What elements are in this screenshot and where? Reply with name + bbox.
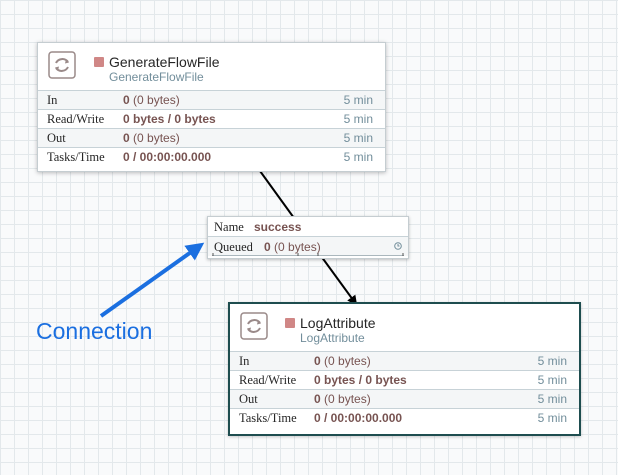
stat-time: 5 min [537, 354, 567, 368]
annotation-arrow [99, 242, 205, 318]
queued-count: 0 [264, 240, 271, 254]
stat-label: Read/Write [47, 112, 105, 126]
stat-count: 0 [314, 392, 321, 406]
stat-label: Read/Write [239, 373, 297, 387]
stat-time: 5 min [343, 93, 373, 107]
stat-label: In [239, 354, 250, 368]
stat-count: 0 [314, 354, 321, 368]
stat-detail: (0 bytes) [324, 392, 371, 406]
stat-count: 0 bytes / 0 bytes [123, 112, 216, 126]
processor-type: LogAttribute [300, 331, 365, 345]
processor-logattribute[interactable]: LogAttribute LogAttribute In 0 (0 bytes)… [228, 302, 581, 436]
stat-count: 0 / 00:00:00.000 [123, 150, 212, 164]
stat-row-in: In 0 (0 bytes) 5 min [230, 351, 579, 370]
processor-name: GenerateFlowFile [109, 54, 220, 70]
processor-generateflowfile[interactable]: GenerateFlowFile GenerateFlowFile In 0 (… [37, 42, 386, 172]
stat-label: Tasks/Time [47, 150, 105, 164]
stat-count: 0 [123, 131, 130, 145]
stat-row-tasks-time: Tasks/Time 0 / 00:00:00.000 5 min [38, 147, 385, 166]
stat-label: Out [47, 131, 66, 145]
connection-name-value: success [254, 220, 302, 234]
processor-header: GenerateFlowFile GenerateFlowFile [38, 43, 385, 90]
connection-path-upper[interactable] [259, 170, 295, 219]
connection-path-lower[interactable] [320, 255, 358, 306]
processor-name: LogAttribute [300, 315, 376, 331]
stat-row-in: In 0 (0 bytes) 5 min [38, 90, 385, 109]
queue-progress-bar [212, 253, 404, 256]
stat-time: 5 min [537, 392, 567, 406]
stat-label: Tasks/Time [239, 411, 297, 425]
stat-time: 5 min [343, 112, 373, 126]
stat-row-out: Out 0 (0 bytes) 5 min [230, 389, 579, 408]
stat-label: Out [239, 392, 258, 406]
stat-time: 5 min [343, 131, 373, 145]
stat-row-tasks-time: Tasks/Time 0 / 00:00:00.000 5 min [230, 408, 579, 427]
stat-time: 5 min [537, 411, 567, 425]
annotation-label: Connection [36, 318, 153, 344]
stat-detail: (0 bytes) [133, 131, 180, 145]
stat-count: 0 bytes / 0 bytes [314, 373, 407, 387]
processor-icon [48, 51, 76, 79]
stat-time: 5 min [343, 150, 373, 164]
queued-detail: (0 bytes) [274, 240, 321, 254]
connection-name-row: Name success [208, 217, 408, 236]
stat-detail: (0 bytes) [324, 354, 371, 368]
processor-header: LogAttribute LogAttribute [230, 304, 579, 351]
stat-row-read-write: Read/Write 0 bytes / 0 bytes 5 min [230, 370, 579, 389]
connection-name-label: Name [214, 220, 244, 234]
stat-row-read-write: Read/Write 0 bytes / 0 bytes 5 min [38, 109, 385, 128]
connection-queued-label: Queued [214, 240, 253, 254]
connection-label[interactable]: Name success Queued 0 (0 bytes) [207, 216, 409, 259]
stat-count: 0 [123, 93, 130, 107]
connection-queued-row: Queued 0 (0 bytes) [208, 236, 408, 256]
expiration-icon [394, 242, 402, 250]
stat-count: 0 / 00:00:00.000 [314, 411, 403, 425]
processor-type: GenerateFlowFile [109, 70, 204, 84]
stopped-status-icon [285, 318, 295, 328]
stat-label: In [47, 93, 58, 107]
processor-icon [240, 312, 268, 340]
stopped-status-icon [94, 57, 104, 67]
stat-time: 5 min [537, 373, 567, 387]
stat-row-out: Out 0 (0 bytes) 5 min [38, 128, 385, 147]
stat-detail: (0 bytes) [133, 93, 180, 107]
